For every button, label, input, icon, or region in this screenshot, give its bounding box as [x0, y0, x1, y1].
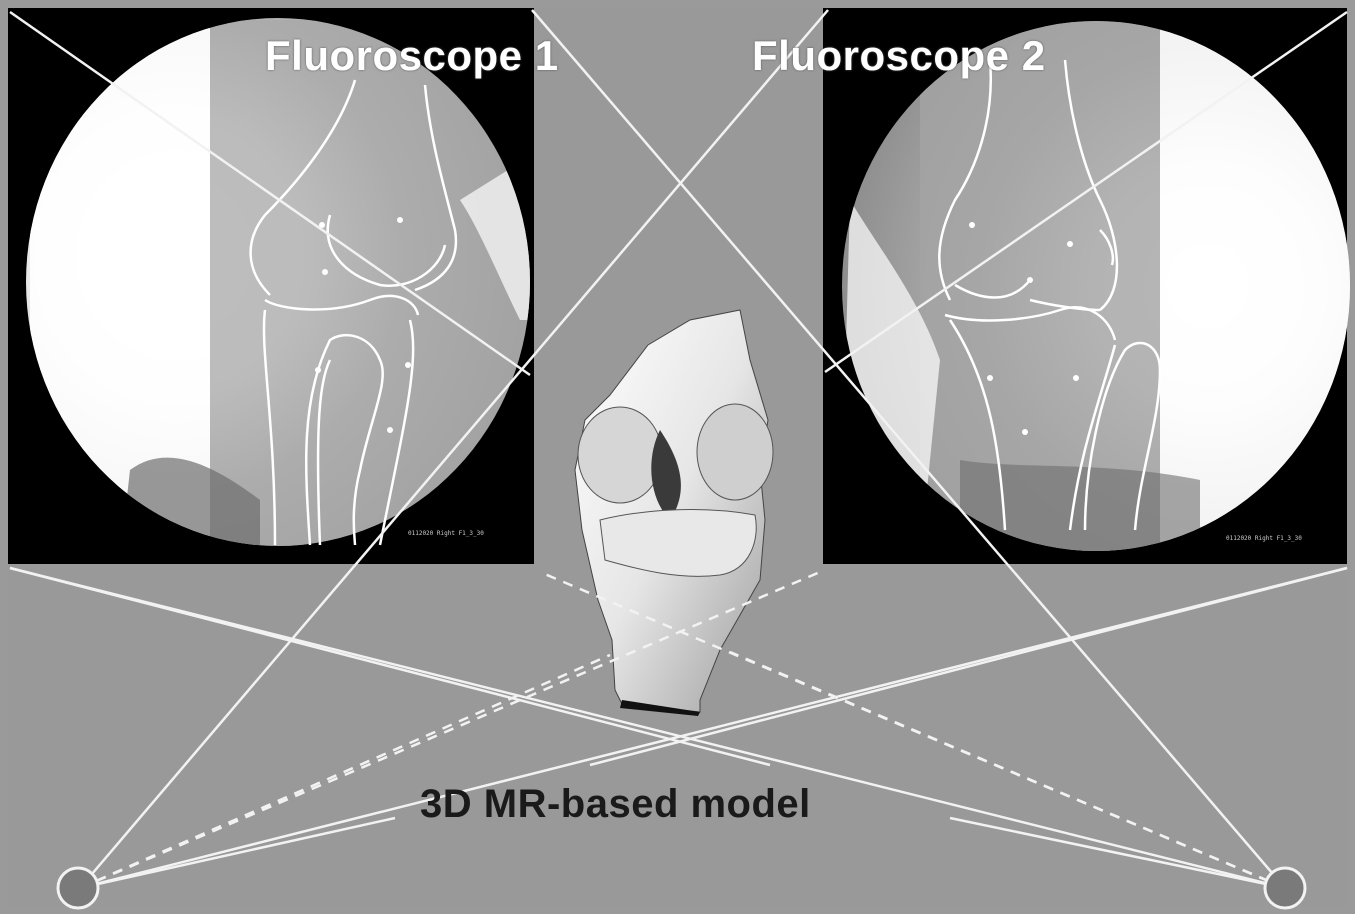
fluoroscope-1-panel: [8, 8, 540, 564]
3d-knee-model: [575, 310, 773, 716]
x-ray-source-left-icon: [58, 868, 98, 908]
fluoroscope-1-label: Fluoroscope 1: [265, 32, 559, 80]
x-ray-source-right-icon: [1265, 868, 1305, 908]
fluoroscope-2-label: Fluoroscope 2: [752, 32, 1046, 80]
image-stamp-right: 0112020 Right F1_3_30: [1226, 535, 1302, 542]
model-label: 3D MR-based model: [420, 782, 811, 827]
fluoroscope-2-panel: [823, 8, 1355, 564]
image-stamp-left: 0112020 Right F1_3_30: [408, 530, 484, 537]
